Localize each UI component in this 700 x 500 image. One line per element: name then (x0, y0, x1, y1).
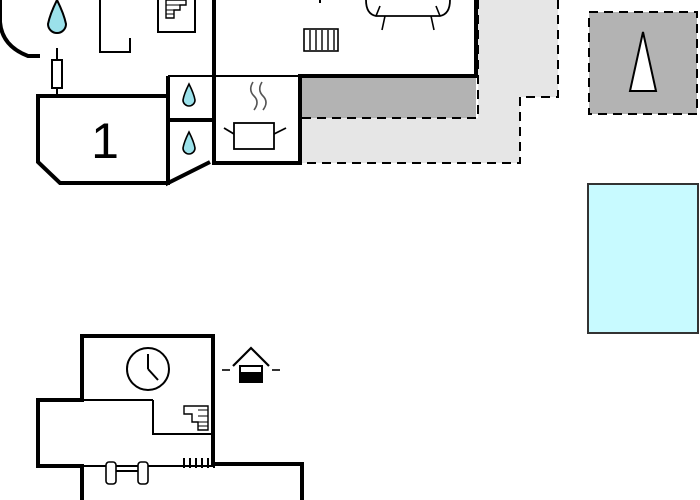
water-drop-icon (182, 82, 196, 107)
covered-terrace (302, 0, 479, 119)
stairs-icon (183, 405, 209, 431)
radiator-icon (303, 28, 339, 52)
house-walls (0, 0, 478, 187)
clock-icon (126, 347, 170, 391)
house-entrance-icon (222, 346, 280, 383)
open-terrace (302, 0, 559, 164)
north-arrow-icon (628, 31, 658, 92)
room-number-label: 1 (91, 113, 119, 169)
cooking-pot-icon (223, 81, 287, 150)
stairs-icon (165, 0, 187, 19)
sofa-icon (365, 0, 451, 31)
exercise-bike-icon (105, 461, 149, 485)
parking (588, 11, 698, 115)
water-drop-icon (182, 130, 196, 155)
water-heater-icon (46, 0, 68, 97)
swimming-pool (587, 183, 699, 334)
radiator-icon (183, 458, 215, 468)
